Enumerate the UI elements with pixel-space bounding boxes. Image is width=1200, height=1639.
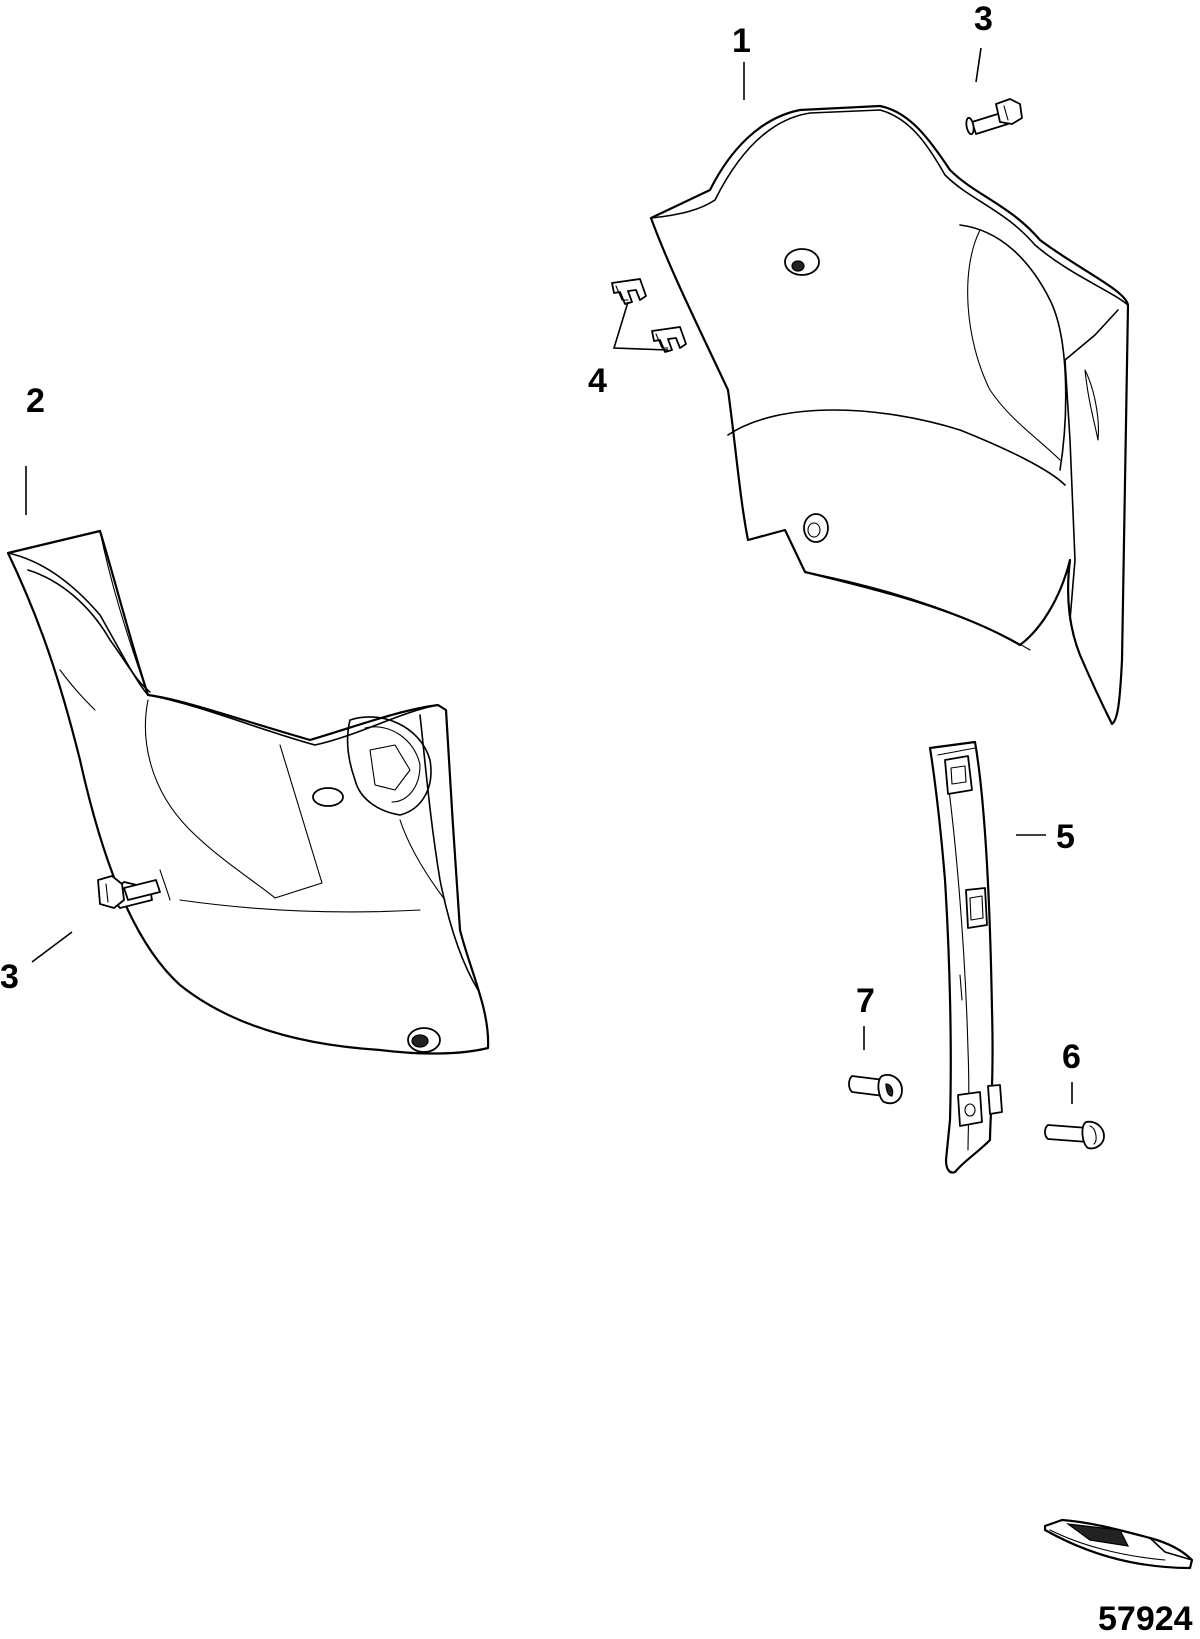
part-5-trim-strip bbox=[928, 740, 1003, 1174]
leader-3-upper bbox=[975, 47, 982, 83]
orientation-icon bbox=[1043, 1518, 1194, 1570]
part-6-screw bbox=[1044, 1120, 1105, 1150]
callout-6: 6 bbox=[1062, 1038, 1081, 1076]
part-3-bolt-lower bbox=[97, 875, 161, 909]
callout-4: 4 bbox=[588, 362, 607, 400]
leader-4 bbox=[612, 301, 669, 351]
leader-3-lower bbox=[31, 931, 73, 963]
callout-5: 5 bbox=[1056, 818, 1075, 856]
part-4-clips bbox=[611, 278, 687, 353]
callout-1: 1 bbox=[732, 22, 751, 60]
part-1-cowl-panel bbox=[649, 104, 1130, 726]
part-7-screw bbox=[848, 1074, 903, 1105]
leader-lines bbox=[25, 47, 1073, 1104]
callout-2: 2 bbox=[26, 382, 45, 420]
part-3-bolt-upper bbox=[965, 98, 1023, 135]
figure-id: 57924 bbox=[1098, 1600, 1193, 1638]
callout-3-upper: 3 bbox=[974, 0, 993, 38]
callout-3-lower: 3 bbox=[0, 958, 19, 996]
callout-7: 7 bbox=[856, 982, 875, 1020]
part-2-cowl-panel bbox=[6, 529, 490, 1055]
